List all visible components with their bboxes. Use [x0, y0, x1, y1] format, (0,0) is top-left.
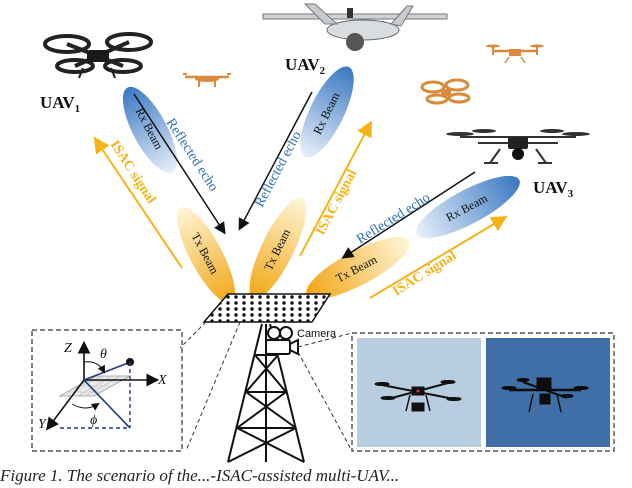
- isac-label-uav2: ISAC signal: [313, 167, 360, 238]
- phi-label: ϕ: [90, 413, 97, 428]
- echo-arrow-uav3: [341, 171, 476, 259]
- theta-label: θ: [100, 347, 107, 362]
- x-axis-label: X: [157, 373, 167, 388]
- camera-label: Camera: [297, 328, 337, 340]
- antenna-array-icon: [202, 293, 332, 323]
- y-axis-label: Y: [38, 417, 48, 432]
- uav2-fixed-wing-icon: [262, 3, 448, 51]
- orange-multirotor-drone-icon: [486, 44, 544, 64]
- isac-uav-scenario-diagram: UAV1 UAV2 UAV3 Rx Beam Rx Beam Rx Beam T…: [31, 3, 615, 463]
- uav3-hexacopter-icon: [446, 129, 590, 164]
- echo-label-uav2: Reflected echo: [252, 129, 304, 210]
- uav2-label: UAV2: [285, 55, 326, 77]
- orange-fixed-wing-drone-icon: [183, 73, 231, 87]
- echo-arrow-uav2: [238, 91, 313, 231]
- echo-arrow-uav1: [133, 93, 226, 235]
- z-axis-label: Z: [64, 341, 72, 356]
- orange-quadcopter-drone-icon: [420, 78, 471, 105]
- uav3-label: UAV3: [533, 178, 574, 200]
- isac-arrow-uav3: [369, 215, 508, 299]
- isac-arrow-uav1: [93, 136, 183, 269]
- photo-right-drone-icon: [501, 377, 589, 413]
- uav1-quadcopter-icon: [43, 32, 153, 79]
- figure-caption: Figure 1. The scenario of the...-ISAC-as…: [0, 466, 400, 485]
- photo-left-drone-icon: [374, 380, 462, 412]
- photo-right: [486, 338, 610, 447]
- isac-arrow-uav2: [299, 120, 372, 257]
- coordinate-system-inset: [31, 329, 183, 452]
- camera-photos-inset: [351, 332, 615, 452]
- uav1-label: UAV1: [40, 93, 80, 115]
- camera-icon: [265, 326, 299, 356]
